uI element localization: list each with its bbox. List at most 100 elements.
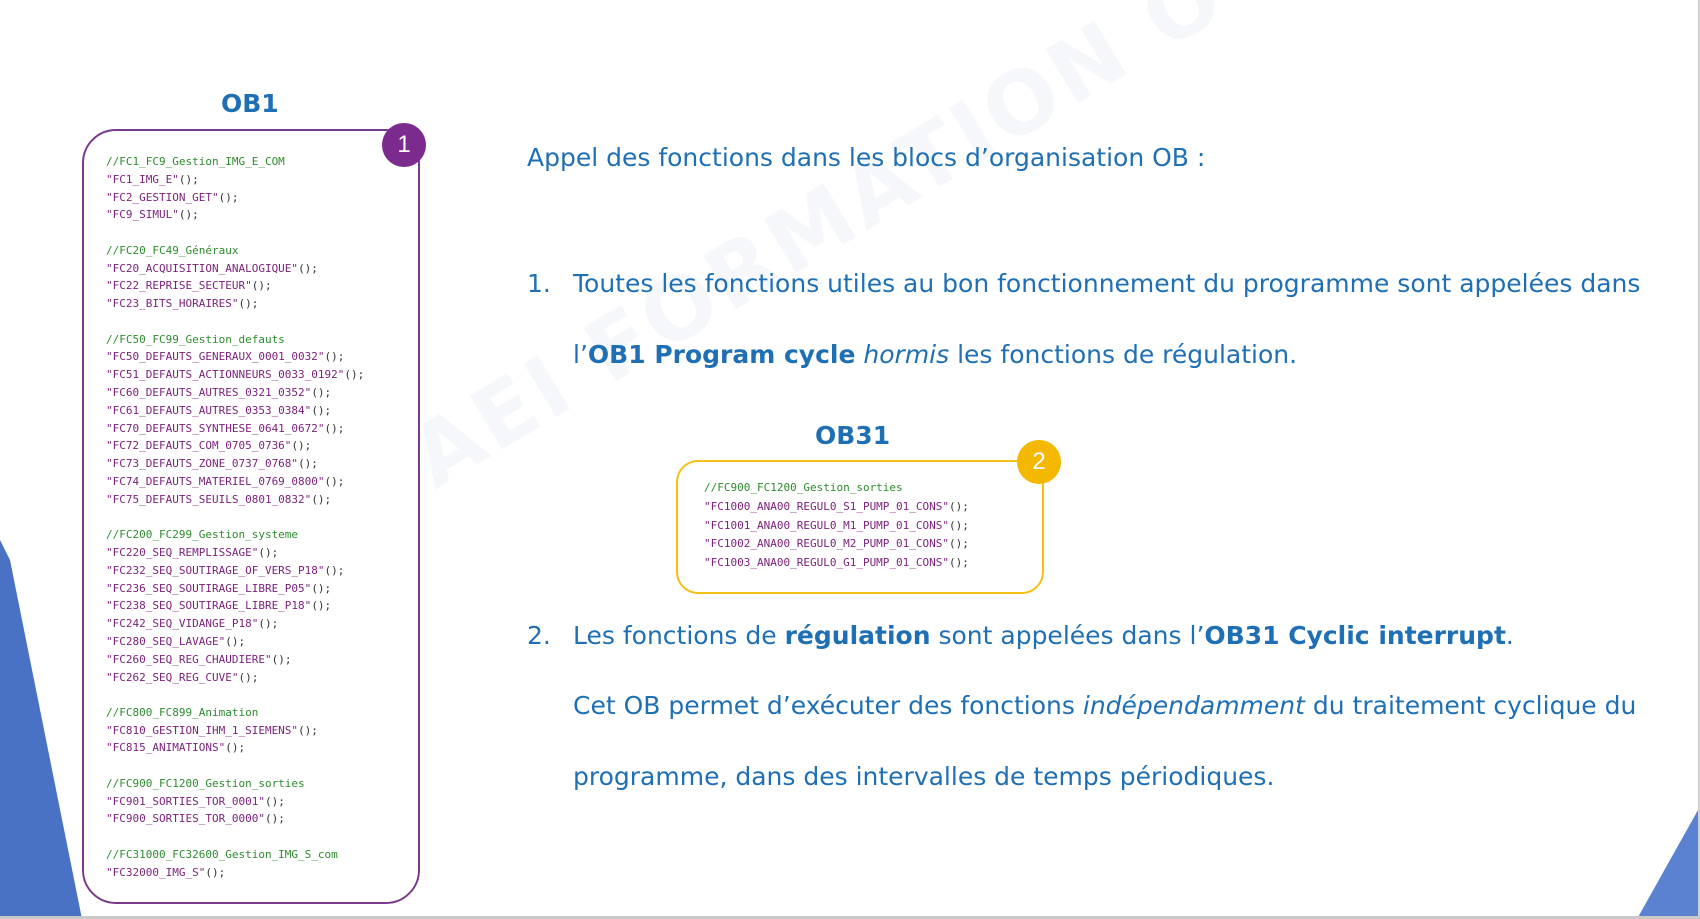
item2-number: 2. xyxy=(527,621,551,650)
call-parens: (); xyxy=(178,208,199,222)
function-name: "FC1002_ANA00_REGUL0_M2_PUMP_01_CONS" xyxy=(704,537,950,551)
call-parens: (); xyxy=(949,499,969,513)
function-name: "FC20_ACQUISITION_ANALOGIQUE" xyxy=(106,261,299,275)
function-name: "FC220_SEQ_REMPLISSAGE" xyxy=(106,545,259,559)
function-name: "FC900_SORTIES_TOR_0000" xyxy=(106,812,265,826)
code-comment: //FC50_FC99_Gestion_defauts xyxy=(106,332,285,346)
call-parens: (); xyxy=(238,297,259,311)
code-call-line: "FC900_SORTIES_TOR_0000"(); xyxy=(106,810,364,828)
function-name: "FC51_DEFAUTS_ACTIONNEURS_0033_0192" xyxy=(106,368,345,382)
code-comment-line: //FC900_FC1200_Gestion_sorties xyxy=(106,775,364,793)
code-call-line: "FC810_GESTION_IHM_1_SIEMENS"(); xyxy=(106,722,364,740)
function-name: "FC50_DEFAUTS_GENERAUX_0001_0032" xyxy=(106,350,325,364)
code-blank-line xyxy=(106,224,364,242)
code-call-line: "FC1_IMG_E"(); xyxy=(106,171,364,189)
function-name: "FC901_SORTIES_TOR_0001" xyxy=(106,794,265,808)
call-parens: (); xyxy=(264,794,285,808)
call-parens: (); xyxy=(324,421,345,435)
code-blank-line xyxy=(106,828,364,846)
code-comment-line: //FC20_FC49_Généraux xyxy=(106,242,364,260)
function-name: "FC9_SIMUL" xyxy=(106,208,179,222)
call-parens: (); xyxy=(271,652,292,666)
code-comment: //FC1_FC9_Gestion_IMG_E_COM xyxy=(106,155,285,168)
function-name: "FC61_DEFAUTS_AUTRES_0353_0384" xyxy=(106,403,312,417)
code-call-line: "FC20_ACQUISITION_ANALOGIQUE"(); xyxy=(106,260,364,278)
code-comment: //FC31000_FC32600_Gestion_IMG_S_com xyxy=(106,847,338,861)
slide-right-edge xyxy=(1698,0,1700,919)
ob31-code-listing: //FC900_FC1200_Gestion_sorties "FC1000_AN… xyxy=(704,479,969,573)
call-parens: (); xyxy=(324,474,345,488)
item2-line1-a: Les fonctions de xyxy=(573,621,785,650)
item2-line3: programme, dans des intervalles de temps… xyxy=(573,762,1275,791)
code-comment-line: //FC31000_FC32600_Gestion_IMG_S_com xyxy=(106,846,364,864)
code-call-line: "FC280_SEQ_LAVAGE"(); xyxy=(106,633,364,651)
regulation-emphasis: régulation xyxy=(784,621,931,650)
call-parens: (); xyxy=(264,812,285,826)
slide-bottom-edge xyxy=(0,916,1700,919)
call-parens: (); xyxy=(225,741,246,755)
code-call-line: "FC232_SEQ_SOUTIRAGE_OF_VERS_P18"(); xyxy=(106,562,364,580)
code-call-line: "FC220_SEQ_REMPLISSAGE"(); xyxy=(106,544,364,562)
code-call-line: "FC9_SIMUL"(); xyxy=(106,206,364,224)
function-name: "FC75_DEFAUTS_SEUILS_0801_0832" xyxy=(106,492,312,506)
badge-2: 2 xyxy=(1017,440,1061,484)
function-name: "FC1001_ANA00_REGUL0_M1_PUMP_01_CONS" xyxy=(704,518,950,532)
item1-line2-a: l’ xyxy=(573,340,588,369)
code-call-line: "FC51_DEFAUTS_ACTIONNEURS_0033_0192"(); xyxy=(106,366,364,384)
call-parens: (); xyxy=(344,368,365,382)
code-call-line: "FC1000_ANA00_REGUL0_S1_PUMP_01_CONS"(); xyxy=(704,498,969,517)
call-parens: (); xyxy=(258,617,279,631)
call-parens: (); xyxy=(949,537,969,551)
code-comment-line: //FC900_FC1200_Gestion_sorties xyxy=(704,479,969,498)
call-parens: (); xyxy=(311,599,332,613)
function-name: "FC280_SEQ_LAVAGE" xyxy=(106,634,226,648)
item1-line2-e: les fonctions de régulation. xyxy=(949,340,1298,369)
code-call-line: "FC262_SEQ_REG_CUVE"(); xyxy=(106,669,364,687)
item2-line2: Cet OB permet d’exécuter des fonctions i… xyxy=(573,691,1636,720)
code-call-line: "FC23_BITS_HORAIRES"(); xyxy=(106,295,364,313)
code-call-line: "FC238_SEQ_SOUTIRAGE_LIBRE_P18"(); xyxy=(106,597,364,615)
call-parens: (); xyxy=(178,172,199,186)
ob31-code-box xyxy=(676,460,1044,594)
item1-line2: l’OB1 Program cycle hormis les fonctions… xyxy=(573,340,1297,369)
code-call-line: "FC50_DEFAUTS_GENERAUX_0001_0032"(); xyxy=(106,348,364,366)
code-call-line: "FC73_DEFAUTS_ZONE_0737_0768"(); xyxy=(106,455,364,473)
call-parens: (); xyxy=(298,457,318,471)
function-name: "FC32000_IMG_S" xyxy=(106,865,206,879)
function-name: "FC74_DEFAUTS_MATERIEL_0769_0800" xyxy=(106,474,325,488)
code-call-line: "FC815_ANIMATIONS"(); xyxy=(106,739,364,757)
hormis-emphasis: hormis xyxy=(863,340,950,369)
code-call-line: "FC260_SEQ_REG_CHAUDIERE"(); xyxy=(106,651,364,669)
code-call-line: "FC901_SORTIES_TOR_0001"(); xyxy=(106,793,364,811)
code-comment: //FC900_FC1200_Gestion_sorties xyxy=(106,776,305,790)
function-name: "FC60_DEFAUTS_AUTRES_0321_0352" xyxy=(106,385,312,399)
function-name: "FC70_DEFAUTS_SYNTHESE_0641_0672" xyxy=(106,421,325,435)
function-name: "FC1003_ANA00_REGUL0_G1_PUMP_01_CONS" xyxy=(704,556,950,570)
code-comment: //FC900_FC1200_Gestion_sorties xyxy=(704,481,903,494)
item1-number: 1. xyxy=(527,269,551,298)
code-comment-line: //FC200_FC299_Gestion_systeme xyxy=(106,526,364,544)
function-name: "FC73_DEFAUTS_ZONE_0737_0768" xyxy=(106,457,299,471)
code-blank-line xyxy=(106,686,364,704)
call-parens: (); xyxy=(291,439,312,453)
code-comment: //FC800_FC899_Animation xyxy=(106,705,259,719)
function-name: "FC810_GESTION_IHM_1_SIEMENS" xyxy=(106,723,299,737)
item2-line1-e: . xyxy=(1505,621,1514,650)
code-blank-line xyxy=(106,757,364,775)
intro-text: Appel des fonctions dans les blocs d’org… xyxy=(527,143,1206,172)
ob1-program-cycle: OB1 Program cycle xyxy=(587,340,856,369)
call-parens: (); xyxy=(298,723,318,737)
call-parens: (); xyxy=(311,492,332,506)
code-comment: //FC200_FC299_Gestion_systeme xyxy=(106,528,299,542)
call-parens: (); xyxy=(205,865,226,879)
code-call-line: "FC236_SEQ_SOUTIRAGE_LIBRE_P05"(); xyxy=(106,580,364,598)
code-call-line: "FC74_DEFAUTS_MATERIEL_0769_0800"(); xyxy=(106,473,364,491)
item2-line1-c: sont appelées dans l’ xyxy=(930,621,1205,650)
code-call-line: "FC75_DEFAUTS_SEUILS_0801_0832"(); xyxy=(106,491,364,509)
code-blank-line xyxy=(106,313,364,331)
call-parens: (); xyxy=(298,261,318,275)
function-name: "FC236_SEQ_SOUTIRAGE_LIBRE_P05" xyxy=(106,581,312,595)
function-name: "FC238_SEQ_SOUTIRAGE_LIBRE_P18" xyxy=(106,599,312,613)
badge-1: 1 xyxy=(382,123,426,167)
